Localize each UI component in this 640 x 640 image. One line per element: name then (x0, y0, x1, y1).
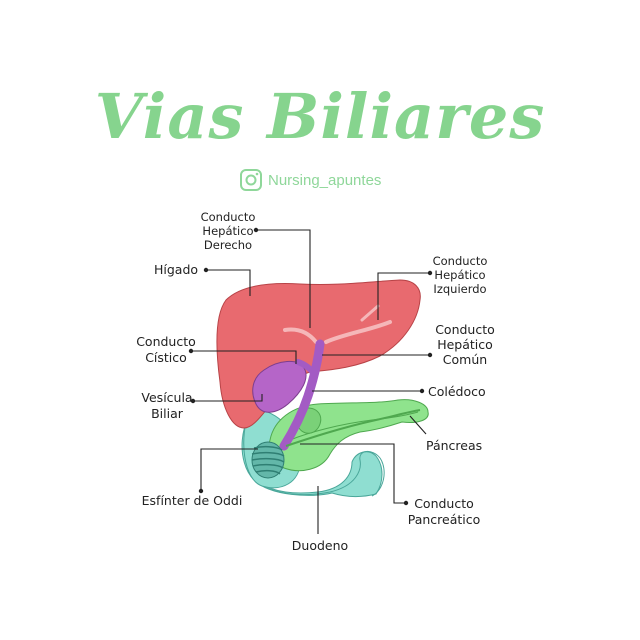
label-pancreas: Páncreas (426, 438, 482, 453)
label-pancreatico: Conducto Pancreático (408, 496, 481, 527)
svg-text:Colédoco: Colédoco (428, 384, 486, 399)
leader-pancreatico (300, 443, 409, 506)
svg-text:Común: Común (443, 352, 487, 367)
svg-text:Izquierdo: Izquierdo (433, 282, 486, 296)
leader-higado (203, 267, 251, 296)
leader-hepatico-izquierdo (377, 270, 433, 320)
svg-text:Esfínter de Oddi: Esfínter de Oddi (142, 493, 243, 508)
svg-text:Conducto: Conducto (433, 254, 488, 268)
label-duodeno: Duodeno (292, 538, 348, 553)
svg-text:Hepático: Hepático (434, 268, 485, 282)
instagram-icon (240, 169, 262, 191)
leader-vesicula (190, 394, 263, 404)
svg-text:Hepático: Hepático (202, 224, 253, 238)
svg-text:Conducto: Conducto (435, 322, 495, 337)
svg-text:Conducto: Conducto (136, 334, 196, 349)
label-coledoco: Colédoco (428, 384, 486, 399)
svg-text:Pancreático: Pancreático (408, 512, 481, 527)
label-higado: Hígado (154, 262, 198, 277)
svg-text:Conducto: Conducto (414, 496, 474, 511)
leader-pancreas (409, 415, 427, 435)
label-vesicula: Vesícula Biliar (141, 390, 192, 421)
label-hepatico-comun: Conducto Hepático Común (435, 322, 495, 367)
page-title: Vias Biliares (95, 80, 545, 153)
label-hepatico-izquierdo: Conducto Hepático Izquierdo (433, 254, 488, 296)
svg-text:Páncreas: Páncreas (426, 438, 482, 453)
leader-cistico (188, 348, 297, 364)
label-cistico: Conducto Cístico (136, 334, 196, 365)
label-oddi: Esfínter de Oddi (142, 493, 243, 508)
leader-oddi (198, 448, 258, 494)
leader-hepatico-comun (322, 352, 433, 358)
svg-text:Duodeno: Duodeno (292, 538, 348, 553)
oddi-sphincter-shape (251, 441, 285, 479)
svg-text:Conducto: Conducto (201, 210, 256, 224)
label-hepatico-derecho: Conducto Hepático Derecho (201, 210, 256, 252)
svg-text:Derecho: Derecho (204, 238, 252, 252)
svg-text:Vesícula: Vesícula (141, 390, 192, 405)
svg-text:Hígado: Hígado (154, 262, 198, 277)
svg-text:Biliar: Biliar (151, 406, 184, 421)
svg-text:Cístico: Cístico (145, 350, 187, 365)
author-handle: Nursing_apuntes (268, 172, 381, 189)
bile-ducts (279, 304, 421, 451)
svg-text:Hepático: Hepático (437, 337, 493, 352)
leader-coledoco (312, 388, 425, 394)
leader-hepatico-derecho (253, 227, 311, 328)
